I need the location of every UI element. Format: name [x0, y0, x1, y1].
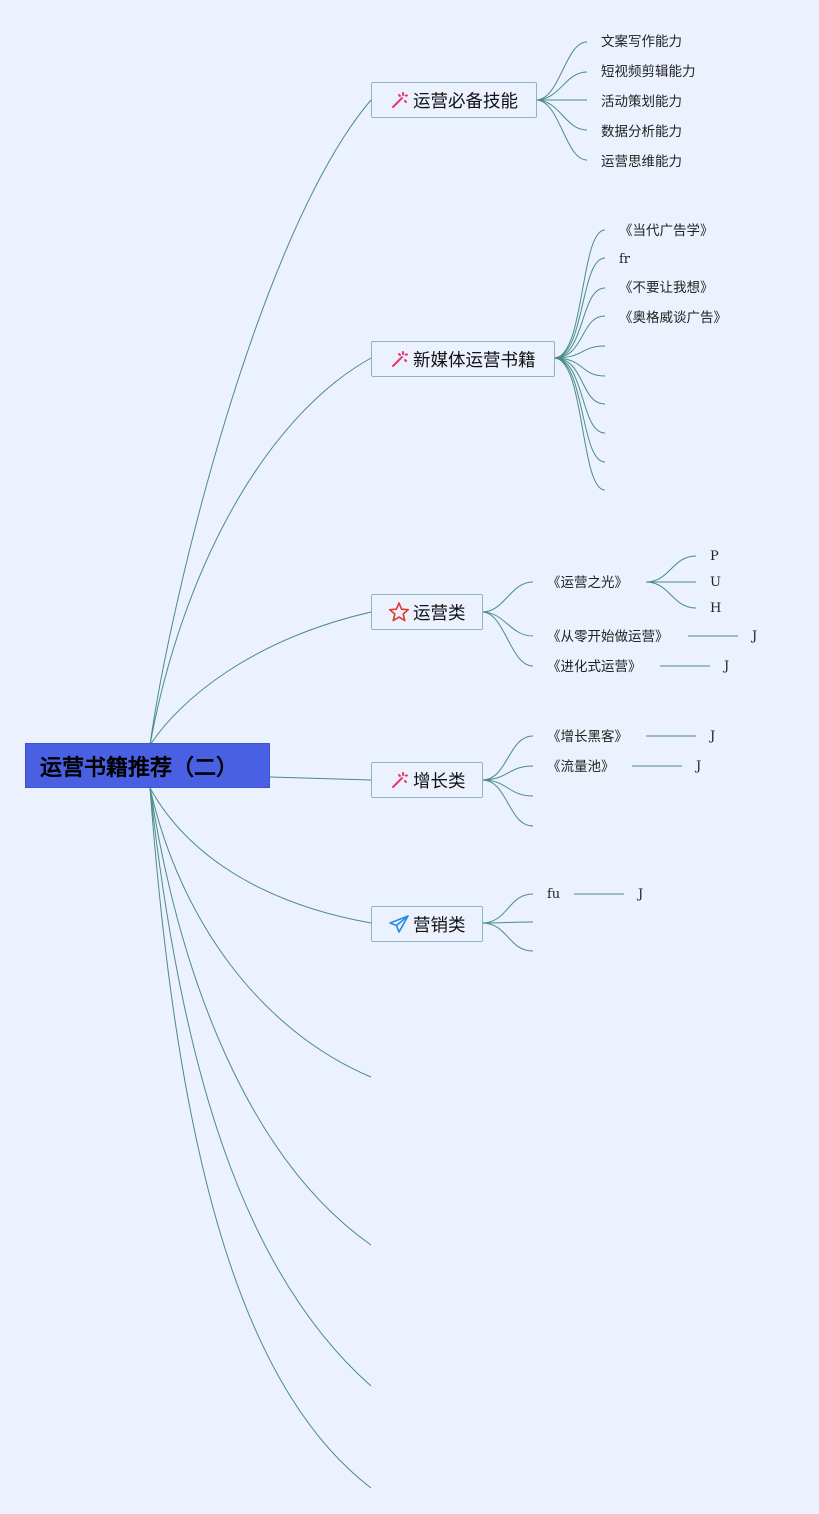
list-item[interactable]: 《奥格威谈广告》: [619, 310, 727, 326]
branch-label: 营销类: [413, 915, 466, 936]
connector: [149, 787, 372, 1489]
branch-marketing[interactable]: 营销类: [371, 906, 483, 942]
list-item[interactable]: 数据分析能力: [601, 124, 682, 140]
list-item[interactable]: 文案写作能力: [601, 34, 682, 50]
list-item[interactable]: 《不要让我想》: [619, 280, 714, 296]
branch-label: 增长类: [413, 771, 466, 792]
connector: [269, 776, 372, 781]
list-item[interactable]: J: [696, 759, 702, 774]
list-item[interactable]: J: [638, 887, 644, 902]
branch-skills[interactable]: 运营必备技能: [371, 82, 537, 118]
list-item[interactable]: 短视频剪辑能力: [601, 64, 696, 80]
root-topic-label: 运营书籍推荐（二）: [40, 755, 239, 781]
magic-wand-icon: [392, 92, 408, 108]
list-item[interactable]: 活动策划能力: [601, 94, 682, 110]
branch-growth[interactable]: 增长类: [371, 762, 483, 798]
branch-label: 运营类: [413, 603, 466, 624]
list-item[interactable]: 《运营之光》: [547, 575, 628, 591]
list-item[interactable]: fu: [547, 887, 561, 902]
list-item[interactable]: P: [710, 549, 719, 564]
list-item[interactable]: 《从零开始做运营》: [547, 629, 669, 645]
list-item[interactable]: 《流量池》: [547, 759, 615, 775]
branch-label: 运营必备技能: [413, 91, 518, 112]
branch-new-media-books[interactable]: 新媒体运营书籍: [371, 341, 555, 377]
list-item[interactable]: 《增长黑客》: [547, 729, 628, 745]
list-item[interactable]: fr: [619, 252, 631, 267]
list-item[interactable]: J: [710, 729, 716, 744]
connector: [149, 787, 372, 1387]
connector: [149, 611, 372, 746]
list-item[interactable]: 运营思维能力: [601, 154, 682, 170]
paper-plane-icon: [389, 915, 409, 933]
connector: [149, 787, 372, 1078]
magic-wand-icon: [392, 351, 408, 367]
connector: [149, 357, 372, 746]
connector: [149, 787, 372, 924]
star-icon: [388, 602, 410, 622]
list-item[interactable]: J: [752, 629, 758, 644]
branch-label: 新媒体运营书籍: [413, 350, 536, 371]
list-item[interactable]: H: [710, 601, 722, 616]
list-item[interactable]: U: [710, 575, 721, 590]
list-item[interactable]: J: [724, 659, 730, 674]
magic-wand-icon: [392, 772, 408, 788]
list-item[interactable]: 《当代广告学》: [619, 223, 714, 239]
connector: [149, 99, 372, 746]
root-topic[interactable]: 运营书籍推荐（二）: [25, 743, 270, 788]
list-item[interactable]: 《进化式运营》: [547, 659, 642, 675]
branch-operations[interactable]: 运营类: [371, 594, 483, 630]
connector: [149, 787, 372, 1246]
